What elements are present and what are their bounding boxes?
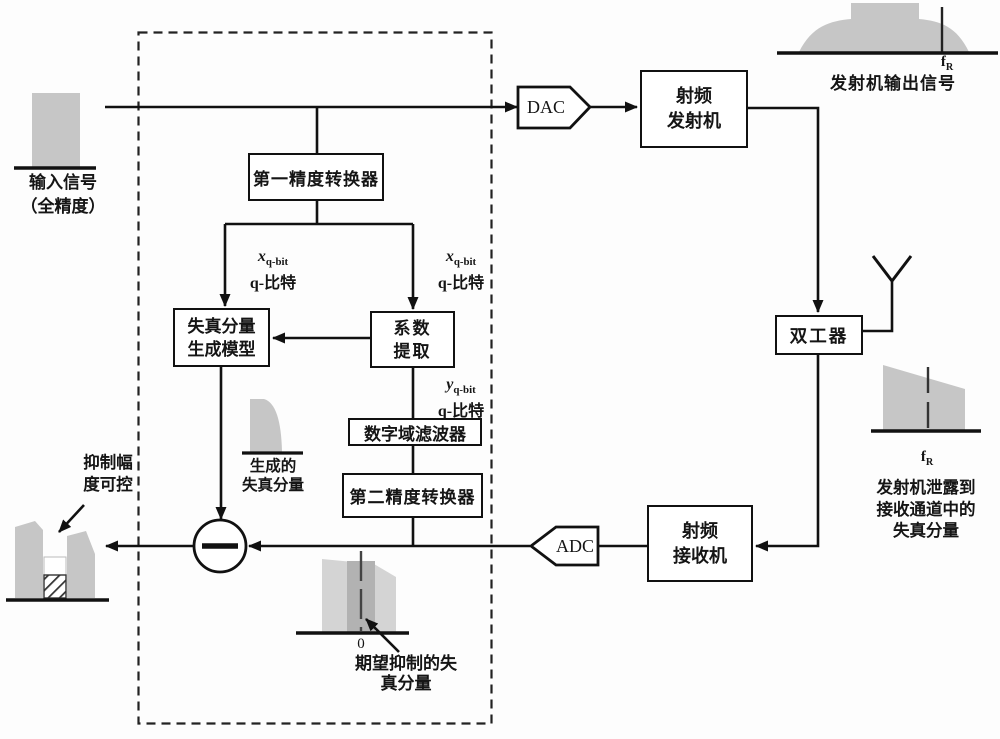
label-line: 接收通道中的 [876,499,976,519]
f-var: f [940,54,946,70]
label-line: 失真分量 [241,477,304,494]
yq-bit-label: yq-bit q-比特 [426,374,496,422]
suppress-annotation-arrow [58,504,85,533]
qbit-cn: q-比特 [249,275,297,293]
wire-duplexer-to-rx [755,355,820,552]
label-line: 度可控 [83,474,133,494]
block-label: 系数 [393,318,432,338]
signal-wires [105,101,894,552]
block-first-precision-converter: 第一精度转换器 [248,153,384,201]
generated-distortion-label: 生成的 失真分量 [233,457,313,495]
block-duplexer: 双工器 [775,315,863,355]
adc-shape [528,525,600,567]
fr-label-top: fR [932,53,962,75]
block-label: 提取 [393,341,432,361]
tx-output-spectrum-sketch [777,3,998,55]
qbit-sub: q-bit [265,256,289,269]
block-coeff-extract: 系数 提取 [370,311,455,368]
xq-bit-value: xq-bit [238,246,308,273]
qbit-sub: q-bit [453,384,476,397]
hatched-residual-bar [43,574,67,599]
y-var: y [446,376,454,393]
f-sub: R [925,457,934,468]
block-label: 数字域滤波器 [364,424,466,444]
antenna-icon [871,255,913,282]
block-label: 接收机 [673,545,727,566]
fr-label-leak: fR [912,448,942,470]
block-second-precision-converter: 第二精度转换器 [342,473,483,518]
qbit-cn: q-比特 [437,403,485,421]
xq-bit-label-right: xq-bit q-比特 [426,246,496,294]
xq-bit-value: xq-bit [426,246,496,273]
label-line: 真分量 [380,674,432,693]
block-rf-receiver: 射频 接收机 [647,505,753,582]
block-rf-transmitter: 射频 发射机 [640,70,748,148]
block-label: 第二精度转换器 [349,488,476,507]
zero-tick-label: 0 [351,635,371,654]
adc-text: ADC [555,536,594,556]
adc-label: ADC [551,535,599,558]
wire-tx-to-duplexer [748,106,824,313]
fr-value: fR [940,54,954,73]
block-distortion-model: 失真分量 生成模型 [173,308,270,367]
fr-value: fR [920,449,934,468]
desired-suppressed-label: 期望抑制的失 真分量 [330,654,482,694]
block-label: 射频 [682,520,718,541]
suppress-amplitude-label: 抑制幅 度可控 [72,452,144,495]
dac-text: DAC [526,97,565,117]
block-label: 双工器 [789,325,849,346]
label-line: 生成的 [249,458,297,475]
label-line: 失真分量 [893,521,959,540]
label-line: 发射机泄露到 [876,478,976,497]
yq-bit-value: yq-bit [426,374,496,401]
block-digital-filter: 数字域滤波器 [348,418,482,446]
input-spectrum-sketch [14,93,96,170]
block-label: 发射机 [667,111,721,131]
suppressed-output-spectrum-sketch [6,504,109,602]
qbit-sub: q-bit [453,256,477,269]
label-line: 发射机输出信号 [830,74,956,93]
block-label: 失真分量 [187,316,256,336]
tx-output-label: 发射机输出信号 [813,73,973,94]
block-label: 第一精度转换器 [253,169,379,189]
label-line: （全精度） [20,197,106,216]
block-label: 射频 [676,86,712,106]
label-line: 输入信号 [29,173,97,192]
qbit-cn: q-比特 [437,275,485,293]
x-var: x [445,248,454,265]
block-label: 生成模型 [187,339,256,359]
f-var: f [920,449,926,465]
dashed-boundary-box [137,31,493,725]
label-line: 抑制幅 [83,453,133,472]
x-var: x [257,248,266,265]
leak-spectrum-sketch [871,365,981,433]
generated-spectrum-sketch [242,399,303,455]
dac-shape [516,85,592,130]
xq-bit-label-left: xq-bit q-比特 [238,246,308,294]
wire-duplexer-to-antenna [863,281,894,333]
label-line: 期望抑制的失 [355,654,457,673]
desired-spectrum-sketch [296,551,409,653]
input-signal-label: 输入信号 （全精度） [10,171,116,219]
summing-node [192,518,248,574]
f-sub: R [945,62,954,73]
desired-annotation-arrow [365,618,400,653]
dac-label: DAC [520,96,572,119]
zero-text: 0 [357,636,365,652]
leak-distortion-label: 发射机泄露到 接收通道中的 失真分量 [858,477,994,542]
